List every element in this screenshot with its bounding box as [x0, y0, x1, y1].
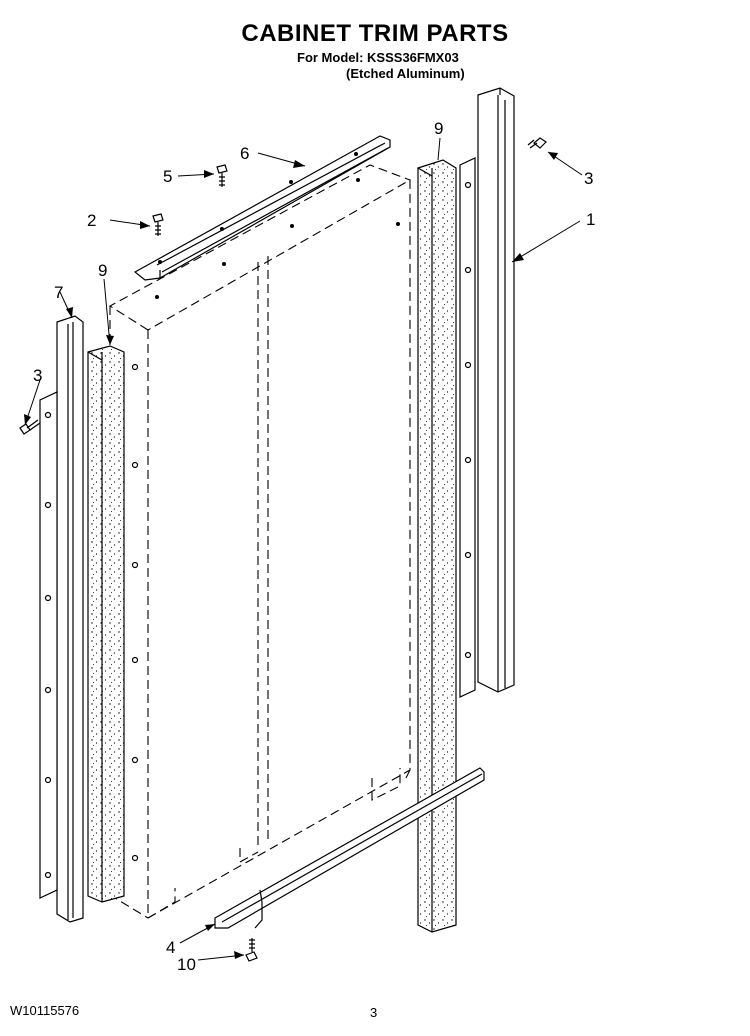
- callout-3-left: 3: [33, 366, 42, 385]
- left-strip-holes: [44, 411, 52, 879]
- top-trim-holes: [155, 152, 400, 299]
- right-trim-part-1: [477, 87, 515, 693]
- top-trim-part-6: [133, 135, 391, 281]
- right-gasket-part-9: [417, 159, 457, 933]
- left-gasket-part-9: [87, 345, 125, 903]
- callout-6: 6: [240, 144, 249, 163]
- leader-arrowheads: [24, 152, 558, 959]
- left-trim-part-7: [56, 315, 84, 923]
- bottom-trim-part-4: [214, 767, 485, 929]
- screw-part-2: [152, 213, 164, 236]
- right-inner-strip: [459, 157, 476, 698]
- screw-part-3-right: [527, 137, 547, 149]
- screw-part-5: [216, 164, 228, 187]
- left-outer-strip: [39, 391, 58, 899]
- right-strip-holes: [464, 181, 472, 659]
- page-title: CABINET TRIM PARTS: [241, 20, 509, 47]
- callout-1: 1: [586, 210, 595, 229]
- document-number: W10115576: [10, 1003, 80, 1018]
- callout-2: 2: [87, 211, 96, 230]
- screw-part-3-left: [19, 419, 41, 435]
- page-number: 3: [370, 1005, 378, 1020]
- callout-5: 5: [163, 167, 172, 186]
- callout-10: 10: [177, 955, 196, 974]
- callout-9-left: 9: [98, 261, 107, 280]
- cabinet-side-holes: [131, 363, 139, 862]
- callout-3-right: 3: [584, 169, 593, 188]
- callout-9-right: 9: [434, 119, 443, 138]
- screw-part-10: [245, 938, 258, 962]
- model-line: For Model: KSSS36FMX03: [297, 50, 459, 65]
- finish-line: (Etched Aluminum): [346, 66, 465, 81]
- callout-4: 4: [166, 938, 175, 957]
- callout-7: 7: [54, 283, 63, 302]
